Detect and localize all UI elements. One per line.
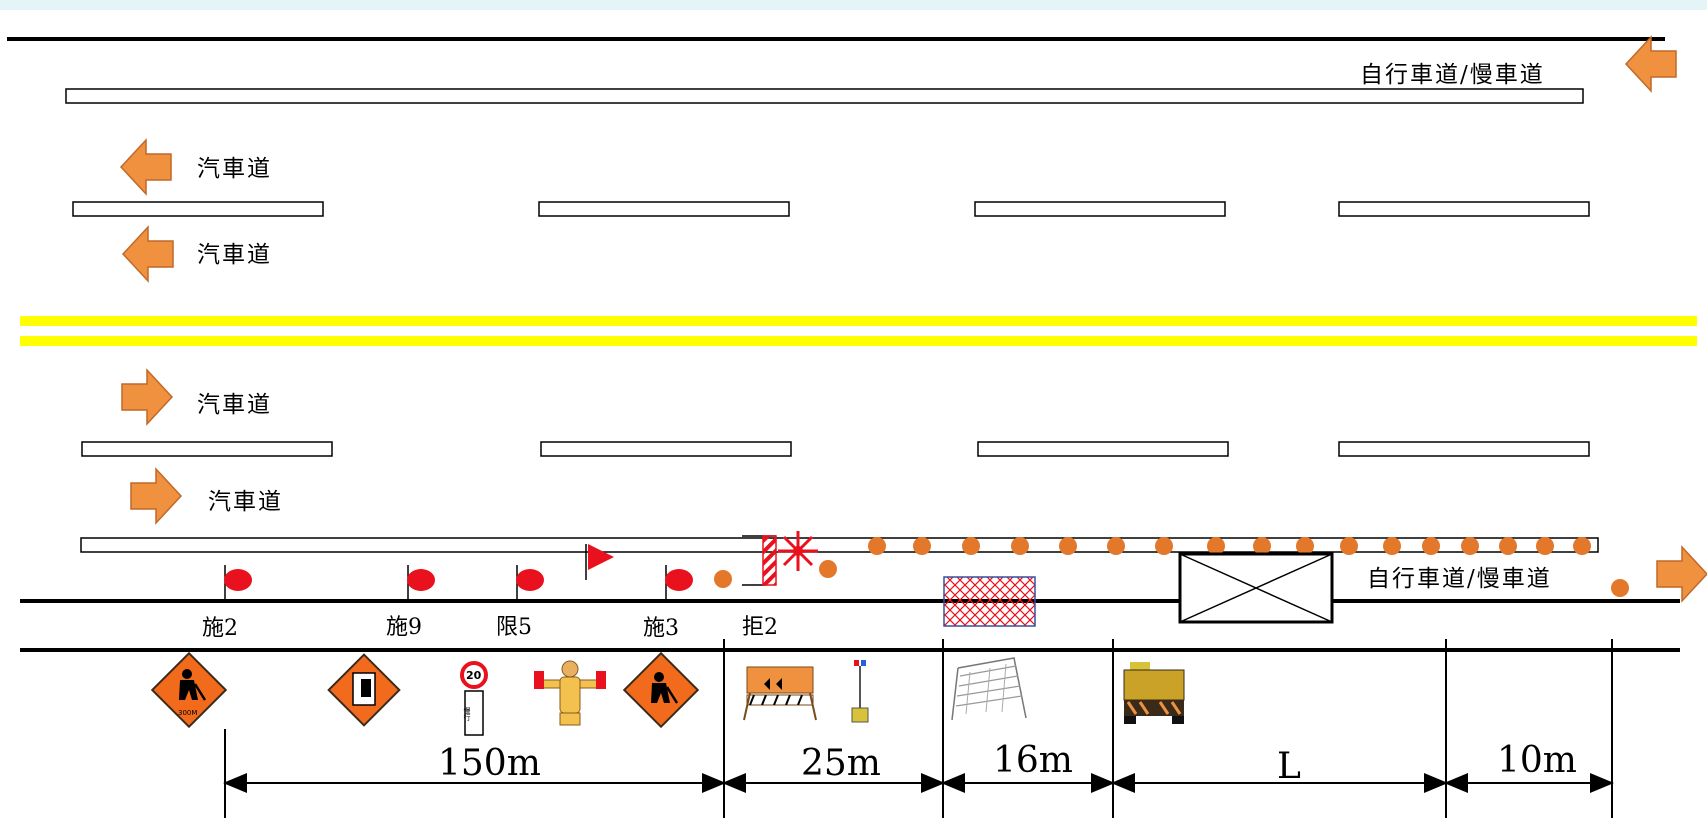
distance-label-buffer: 25m [801,743,881,784]
work-area-hatched [943,576,1036,627]
sign-label-2: 施9 [386,615,422,640]
roadwork-sign-icon: 300M [150,651,228,729]
lane-label-top-bike: 自行車道/慢車道 [1360,62,1545,88]
fence-barrier-icon [951,657,1027,721]
arrow-left-icon [121,225,174,283]
svg-text:20: 20 [466,669,482,682]
lane-dashes-upper [72,201,1590,217]
svg-text:300M: 300M [178,709,197,717]
distance-label-end: 10m [1497,740,1577,781]
bike-lane-separator-top [65,88,1584,104]
attenuator-truck-icon [1123,662,1185,724]
lane-label-eastbound-2: 汽車道 [208,489,283,515]
sign-label-1: 施2 [202,616,238,641]
distance-label-variable: L [1277,746,1301,787]
warning-light-post-icon [851,660,869,723]
warning-light-icon [778,531,818,571]
work-area-crossed [1178,552,1334,624]
dimension-ticks [224,639,1613,818]
arrow-right-icon [121,368,174,426]
svg-text:慢行: 慢行 [463,706,471,722]
sign-marker [407,565,435,601]
speed-limit-sign-icon: 20 慢行 [460,661,488,736]
traffic-cones [714,537,1629,597]
lane-dashes-lower [81,441,1590,457]
sign-label-barricade: 拒2 [742,615,778,640]
center-line-2 [20,336,1697,346]
sign-marker [224,565,252,601]
barricade-sign-icon [743,666,817,721]
sign-marker [516,565,544,601]
arrow-right-icon [1656,545,1707,603]
sign-label-3: 限5 [496,615,532,640]
lane-label-bottom-bike: 自行車道/慢車道 [1367,566,1552,592]
lane-label-eastbound-1: 汽車道 [197,392,272,418]
distance-label-work-zone: 16m [993,740,1073,781]
lane-label-westbound-2: 汽車道 [197,242,272,268]
arrow-left-icon [119,138,172,196]
top-strip [0,0,1707,10]
sign-label-4: 施3 [643,616,679,641]
flag-icon [585,544,614,580]
arrow-left-icon [1624,35,1677,93]
roadwork-sign-icon [622,651,700,729]
sign-marker [665,565,693,601]
lane-label-westbound-1: 汽車道 [197,156,272,182]
distance-label-taper: 150m [438,743,541,784]
barricade-marker [742,535,777,586]
bike-lane-separator-bottom [80,537,1599,553]
arrow-right-icon [130,467,183,525]
flagger-mannequin-icon [534,660,606,726]
center-line-1 [20,316,1697,326]
lane-closed-sign-icon [327,653,401,727]
